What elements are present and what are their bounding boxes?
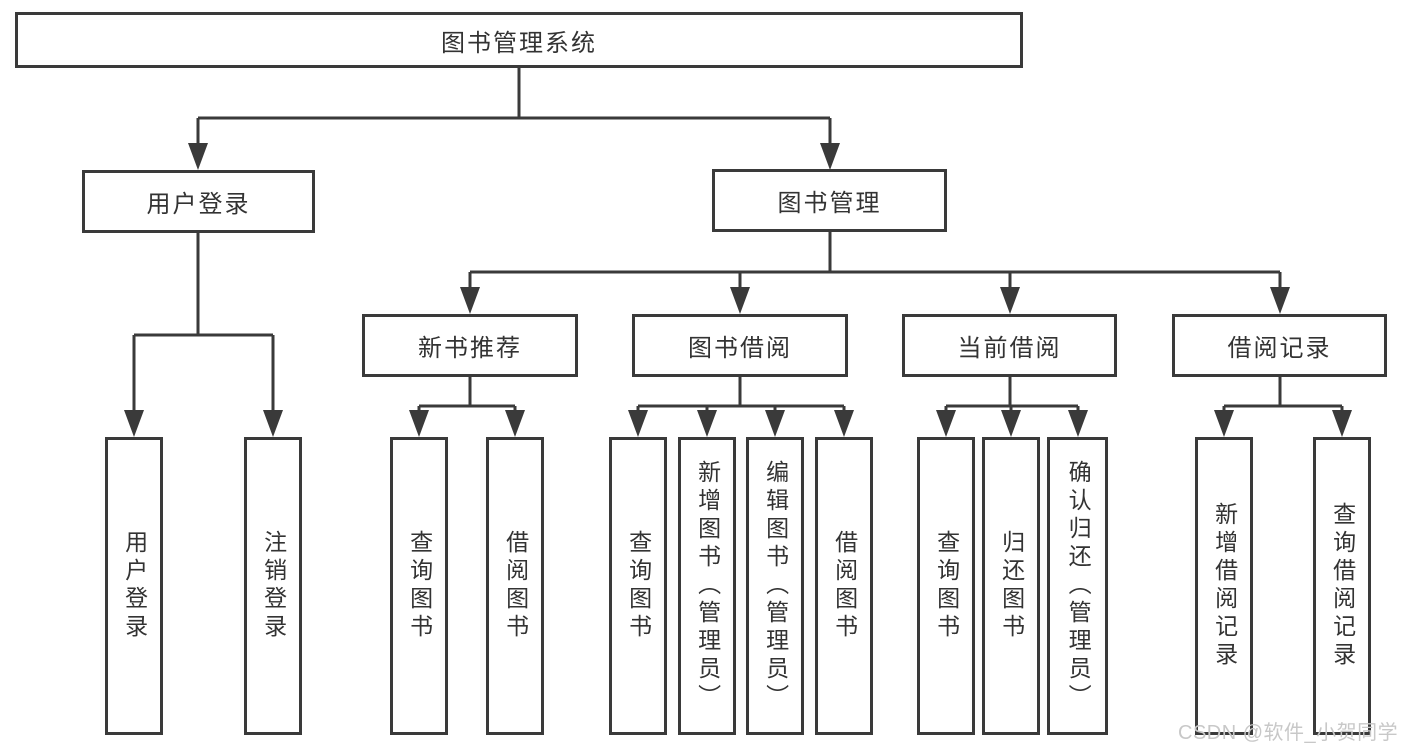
leaf-label: 借阅图书 (502, 530, 529, 642)
leaf-label: 查询图书 (406, 530, 433, 642)
leaf-label: 确认归还（管理员） (1065, 460, 1092, 712)
node-leaf-user-login: 用户登录 (105, 437, 163, 735)
node-borrowing-records: 借阅记录 (1172, 314, 1387, 377)
leaf-label: 查询图书 (933, 530, 960, 642)
node-leaf-query-borrow-record: 查询借阅记录 (1313, 437, 1371, 735)
leaf-label: 归还图书 (998, 530, 1025, 642)
node-new-book-recommendation: 新书推荐 (362, 314, 578, 377)
node-book-borrowing: 图书借阅 (632, 314, 848, 377)
node-leaf-logout: 注销登录 (244, 437, 302, 735)
leaf-label: 查询借阅记录 (1329, 502, 1356, 670)
leaf-label: 新增图书（管理员） (694, 460, 721, 712)
node-book-management: 图书管理 (712, 169, 947, 232)
leaf-label: 借阅图书 (831, 530, 858, 642)
node-leaf-edit-book-admin: 编辑图书（管理员） (746, 437, 804, 735)
node-leaf-add-book-admin: 新增图书（管理员） (678, 437, 736, 735)
csdn-watermark: CSDN @软件_小贺同学 (1178, 722, 1399, 744)
node-leaf-query-books-3: 查询图书 (917, 437, 975, 735)
leaf-label: 新增借阅记录 (1211, 502, 1238, 670)
node-leaf-borrow-books-1: 借阅图书 (486, 437, 544, 735)
node-leaf-add-borrow-record: 新增借阅记录 (1195, 437, 1253, 735)
node-leaf-borrow-books-2: 借阅图书 (815, 437, 873, 735)
node-current-borrowing: 当前借阅 (902, 314, 1117, 377)
leaf-label: 编辑图书（管理员） (762, 460, 789, 712)
leaf-label: 查询图书 (625, 530, 652, 642)
leaf-label: 用户登录 (121, 530, 148, 642)
node-leaf-confirm-return-admin: 确认归还（管理员） (1047, 437, 1108, 735)
node-user-login: 用户登录 (82, 170, 315, 233)
node-leaf-query-books-1: 查询图书 (390, 437, 448, 735)
leaf-label: 注销登录 (260, 530, 287, 642)
node-leaf-query-books-2: 查询图书 (609, 437, 667, 735)
node-library-management-system: 图书管理系统 (15, 12, 1023, 68)
node-leaf-return-books: 归还图书 (982, 437, 1040, 735)
